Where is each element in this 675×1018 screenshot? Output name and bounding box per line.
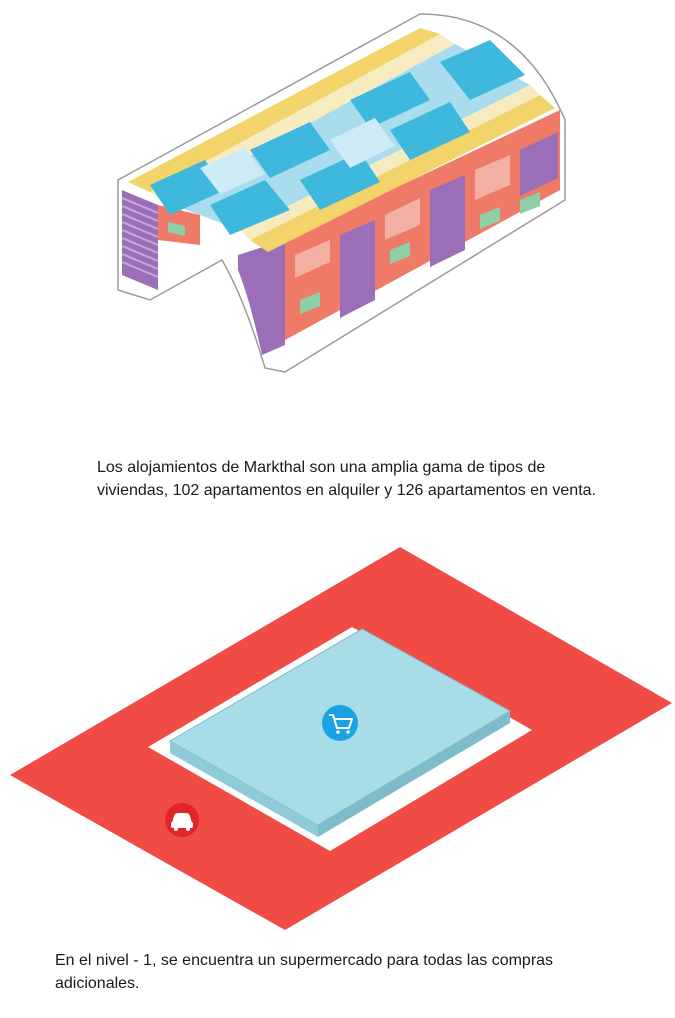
supermarket-caption: En el nivel - 1, se encuentra un superme…	[55, 952, 554, 992]
roof-apartments	[150, 40, 530, 235]
left-apartment-stack	[121, 190, 200, 290]
front-apartment-stack	[238, 110, 560, 355]
level-minus-one-svg	[10, 547, 672, 930]
markthal-housing-diagram	[0, 0, 675, 400]
shopping-cart-icon	[322, 705, 358, 741]
housing-caption: Los alojamientos de Markthal son una amp…	[97, 459, 596, 499]
markthal-arch-svg	[117, 13, 566, 373]
car-icon	[165, 803, 199, 837]
level-minus-one-diagram	[0, 535, 675, 935]
